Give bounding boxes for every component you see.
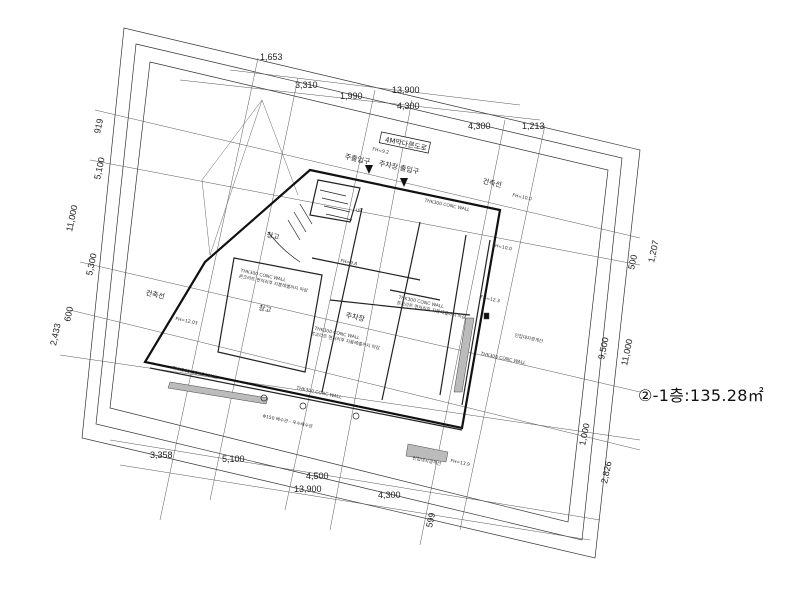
road-label-box	[378, 131, 431, 154]
interior-walls	[149, 179, 491, 431]
dim-bottom-13900: 13,900	[294, 484, 322, 494]
storage-room-label: 창고	[258, 304, 273, 315]
fh-mid: FH=10.0	[492, 242, 513, 252]
building-outline	[143, 168, 502, 430]
dim-top-4300-b: 4,300	[468, 121, 491, 131]
fh-road: FH=9.2	[372, 146, 390, 155]
dim-left-5300: 5,300	[84, 252, 98, 276]
up-label: UP	[356, 208, 362, 214]
drain-markers	[260, 394, 360, 420]
dim-top-1213: 1,213	[522, 121, 545, 131]
dim-left-600: 600	[62, 306, 75, 323]
dim-top-3310: 3,310	[295, 80, 318, 90]
dim-right-2826: 2,826	[599, 460, 613, 484]
entrance-arrows	[365, 165, 408, 187]
dim-left-2433: 2,433	[48, 322, 62, 346]
dim-bottom-4500: 4,500	[306, 471, 329, 481]
fh-parking: FH=9.8	[340, 258, 358, 267]
wall-right-lower-label: THK300 CONC WALL	[479, 351, 527, 367]
fh-top: FH=10.0	[512, 192, 533, 202]
dim-top-1653: 1,653	[260, 52, 283, 62]
hatched-walls	[167, 312, 490, 463]
dim-bottom-4300: 4,300	[378, 490, 401, 500]
dim-right-11000: 11,000	[619, 338, 634, 366]
fh-right: FH=12.3	[480, 294, 501, 304]
dim-right-500: 500	[626, 254, 639, 271]
dim-top-13900: 13,900	[392, 85, 420, 95]
perspective-lines	[201, 99, 299, 256]
stair	[267, 189, 353, 263]
building-line-left: 건축선	[145, 288, 166, 301]
dim-left-11000: 11,000	[64, 204, 79, 232]
dim-bottom-3358: 3,358	[150, 450, 173, 460]
dim-top-1990: 1,990	[340, 91, 363, 101]
grid-lines	[59, 57, 641, 546]
dim-right-1000: 1,000	[577, 422, 591, 446]
parking-entrance-label: 주차장 출입구	[378, 159, 420, 176]
building-line-top: 건축선	[482, 176, 503, 189]
retaining-right-label: 인접대지경계선	[514, 332, 544, 345]
dim-left-919: 919	[92, 118, 105, 135]
dim-right-9500: 9,500	[596, 336, 610, 360]
parking-label: 주차장	[345, 310, 366, 323]
dim-left-5100: 5,100	[92, 156, 106, 180]
site-boundary-lines	[81, 27, 641, 559]
fh-bottom: FH=13.9	[450, 458, 471, 468]
drain-label: Φ150 배수관 - 우수배수관	[262, 412, 314, 429]
floor-area-label: ②-1층:135.28㎡	[638, 386, 764, 405]
dim-bottom-599: 599	[424, 512, 437, 529]
fh-left: FH=12.03	[175, 316, 199, 327]
dim-right-1207: 1,207	[646, 239, 660, 263]
storage-top-label: 창고	[266, 231, 281, 242]
entrance-label: 주출입구	[344, 152, 372, 166]
dim-top-4300-a: 4,300	[397, 101, 420, 111]
dim-bottom-5100: 5,100	[222, 454, 245, 464]
